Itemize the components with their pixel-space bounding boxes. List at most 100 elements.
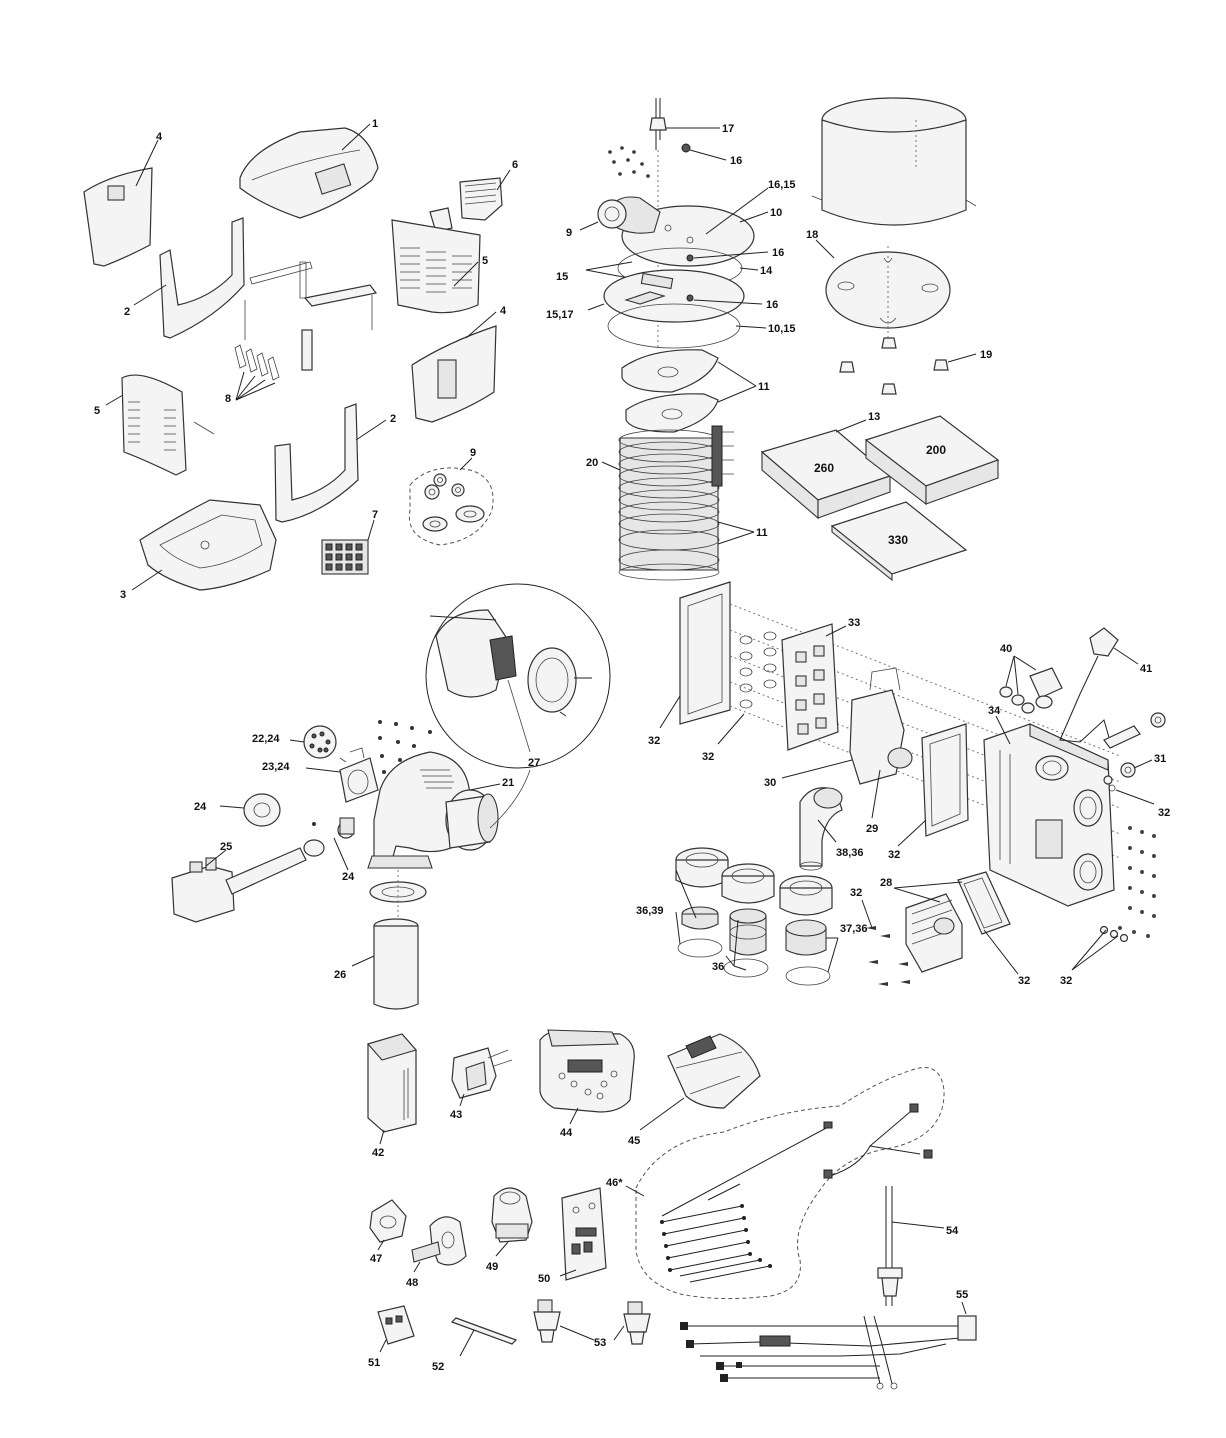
part-24-disc — [243, 793, 281, 827]
callout-34: 34 — [988, 705, 1001, 717]
callout-47: 47 — [370, 1253, 382, 1265]
part-53-sensors — [533, 1299, 651, 1345]
callout-4a: 4 — [156, 131, 163, 143]
callout-38-36: 38,36 — [836, 847, 864, 859]
callout-14: 14 — [760, 265, 773, 277]
callout-49: 49 — [486, 1261, 498, 1273]
part-38-elbow — [799, 787, 843, 871]
wire-to-detail — [489, 769, 531, 829]
part-17-sensor-probe — [649, 98, 720, 150]
part-52-sensor-rod — [450, 1317, 518, 1357]
part-25-gas-valve — [171, 817, 355, 923]
callout-13: 13 — [868, 411, 880, 423]
callout-52: 52 — [432, 1361, 444, 1373]
part-7-terminal-block — [321, 519, 375, 575]
part-33-inlet-plate — [781, 623, 839, 751]
part-3-base-pan — [131, 499, 277, 591]
part-5-louvered-panel-right — [391, 219, 481, 314]
callout-51: 51 — [368, 1357, 380, 1369]
callout-16b: 16 — [772, 247, 784, 259]
callout-55: 55 — [956, 1289, 968, 1301]
callout-20: 20 — [586, 457, 598, 469]
callout-32b: 32 — [702, 751, 714, 763]
callout-18: 18 — [806, 229, 818, 241]
callout-6: 6 — [512, 159, 518, 171]
callout-1: 1 — [372, 118, 378, 130]
callout-43: 43 — [450, 1109, 462, 1121]
callout-17: 17 — [722, 123, 734, 135]
part-36-union-mid — [721, 863, 775, 978]
callout-28: 28 — [880, 877, 892, 889]
callout-32e: 32 — [850, 887, 862, 899]
callout-16-15: 16,15 — [768, 179, 796, 191]
screw-dots-top — [608, 146, 650, 178]
callout-15-17: 15,17 — [546, 309, 574, 321]
part-51-small-board — [377, 1305, 415, 1345]
callout-10: 10 — [770, 207, 782, 219]
part-5-louvered-panel-left — [105, 374, 187, 476]
callout-11a: 11 — [758, 381, 770, 393]
part-34-header — [983, 723, 1115, 907]
callout-24b: 24 — [342, 871, 355, 883]
part-49-motor — [491, 1187, 533, 1243]
callout-45: 45 — [628, 1135, 640, 1147]
callout-48: 48 — [406, 1277, 418, 1289]
part-50-circuit-board — [561, 1187, 607, 1281]
part-28-flow-valve — [905, 871, 1011, 973]
part-cylinder-shell — [811, 97, 977, 226]
part-41-pressure-switch — [1059, 627, 1166, 749]
part-19-feet — [839, 337, 949, 395]
part-4-side-panel-right — [411, 311, 497, 423]
callout-32g: 32 — [1060, 975, 1072, 987]
part-22-grille — [303, 725, 337, 759]
callout-36-39: 36,39 — [636, 905, 664, 917]
callout-30: 30 — [764, 777, 776, 789]
part-1-top-cover — [239, 123, 379, 219]
callout-42: 42 — [372, 1147, 384, 1159]
callout-32c: 32 — [888, 849, 900, 861]
callout-5b: 5 — [482, 255, 488, 267]
part-2-frame-left — [133, 217, 313, 339]
callout-11b: 11 — [756, 527, 768, 539]
part-18-bottom-plate — [825, 246, 951, 340]
detail-circle-motor — [425, 583, 611, 769]
part-43-transformer — [451, 1047, 513, 1099]
callout-40: 40 — [1000, 643, 1012, 655]
callout-5a: 5 — [94, 405, 100, 417]
part-42-control-box — [367, 1033, 417, 1133]
callout-44: 44 — [560, 1127, 573, 1139]
panel-label-330: 330 — [888, 533, 908, 547]
part-burner-plate — [603, 269, 745, 323]
panel-label-200: 200 — [926, 443, 946, 457]
part-16-nut — [681, 143, 691, 153]
part-10-burner-top — [597, 196, 755, 267]
callout-9b: 9 — [566, 227, 572, 239]
callout-54: 54 — [946, 1225, 959, 1237]
part-30-bypass — [849, 667, 913, 785]
callout-26: 26 — [334, 969, 346, 981]
part-31-fitting — [1103, 762, 1136, 792]
part-32-gasket-mid — [921, 723, 969, 837]
callout-23-24: 23,24 — [262, 761, 290, 773]
callout-32f: 32 — [1018, 975, 1030, 987]
callout-36: 36 — [712, 961, 724, 973]
callout-19: 19 — [980, 349, 992, 361]
part-11-baffles-upper — [621, 349, 719, 433]
panel-label-260: 260 — [814, 461, 834, 475]
callout-27: 27 — [528, 757, 540, 769]
part-21-blower — [367, 751, 499, 869]
part-54-probe — [877, 1186, 903, 1306]
part-9-seals-group — [408, 457, 494, 546]
callout-37-36: 37,36 — [840, 923, 868, 935]
callout-32d: 32 — [1158, 807, 1170, 819]
callout-29: 29 — [866, 823, 878, 835]
callout-4b: 4 — [500, 305, 507, 317]
part-13-panel-330 — [830, 501, 968, 582]
callout-25: 25 — [220, 841, 232, 853]
washers-right-low — [1099, 925, 1129, 943]
callout-10-15: 10,15 — [768, 323, 796, 335]
callout-22-24: 22,24 — [252, 733, 280, 745]
part-16-nut-2 — [686, 254, 694, 262]
callout-41: 41 — [1140, 663, 1152, 675]
